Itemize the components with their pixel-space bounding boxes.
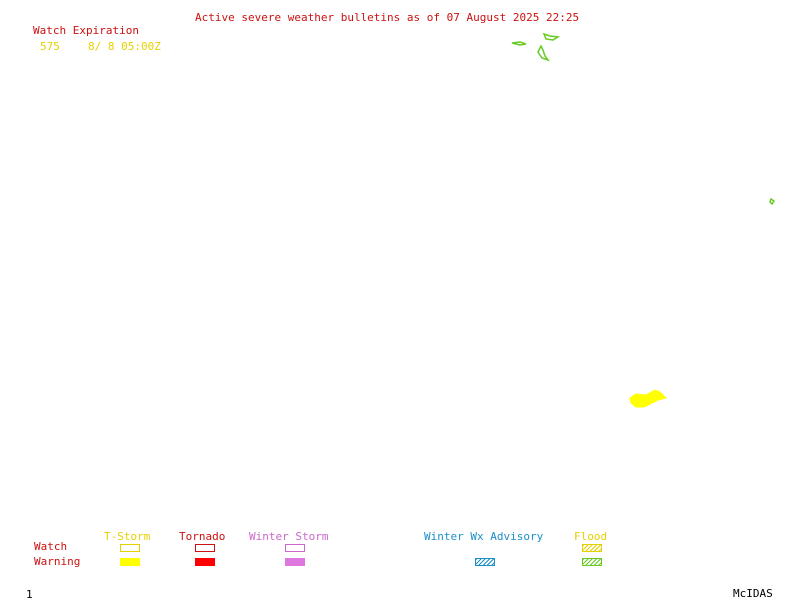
software-label: McIDAS (733, 587, 773, 600)
legend-header-tstorm: T-Storm (104, 530, 151, 543)
legend-header-winter-storm: Winter Storm (249, 530, 329, 543)
legend-row-watch: Watch (34, 540, 68, 553)
swatch-winter-storm-warning (285, 558, 305, 566)
swatch-tornado-warning (195, 558, 215, 566)
watch-entry-expiration: 8/ 8 05:00Z (88, 40, 161, 53)
legend-header-winter-wx-advisory: Winter Wx Advisory (424, 530, 544, 543)
bulletin-title: Active severe weather bulletins as of 07… (195, 11, 580, 24)
swatch-tstorm-watch (120, 544, 140, 552)
frame-number: 1 (26, 588, 33, 601)
legend-row-warning: Warning (34, 555, 81, 568)
swatch-winter-storm-watch (285, 544, 305, 552)
legend-header-tornado: Tornado (179, 530, 226, 543)
watch-entry-id: 575 (40, 40, 60, 53)
swatch-winter-wx-advisory (475, 558, 495, 566)
watch-expiration-heading: Watch Expiration (33, 24, 139, 37)
flood-warning-region-east (769, 197, 776, 206)
tstorm-warning-region (629, 389, 667, 408)
swatch-flood-watch (582, 544, 602, 552)
swatch-tstorm-warning (120, 558, 140, 566)
swatch-flood-warning (582, 558, 602, 566)
flood-warning-region-north (511, 32, 561, 62)
legend-header-flood: Flood (574, 530, 608, 543)
swatch-tornado-watch (195, 544, 215, 552)
